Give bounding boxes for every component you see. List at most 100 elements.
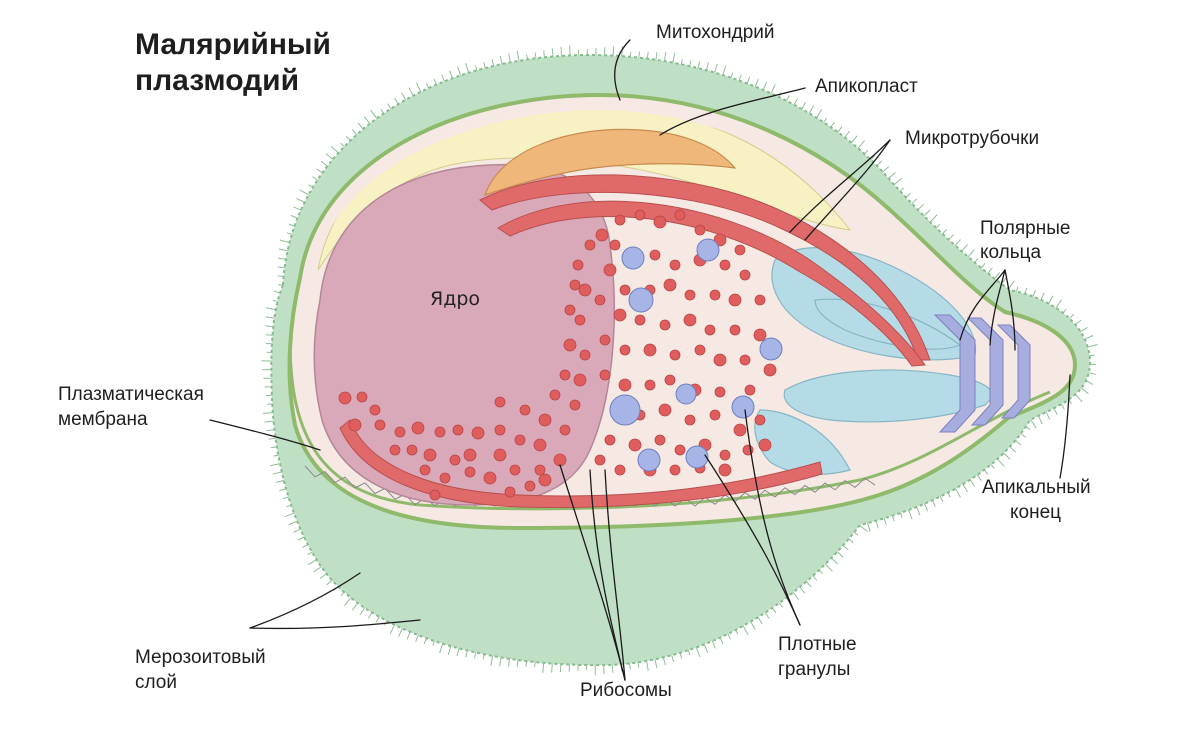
ribosome xyxy=(538,473,552,487)
ribosome xyxy=(553,453,567,467)
ribosome xyxy=(338,391,352,405)
ribosome xyxy=(614,464,626,476)
leader-mitochondrion xyxy=(614,39,631,101)
ribosome xyxy=(744,384,756,396)
leader-apicoplast xyxy=(659,87,806,136)
apicoplast xyxy=(484,128,737,196)
leader-polar-ring-3 xyxy=(1004,269,1016,351)
ribosome xyxy=(569,279,581,291)
label-dense-granules-1: Плотные xyxy=(778,634,857,655)
ribosome xyxy=(739,269,751,281)
polar-ring-3 xyxy=(996,324,1031,419)
ribosome xyxy=(653,215,667,229)
ribosome xyxy=(603,263,617,277)
ribosome xyxy=(493,448,507,462)
ribosome xyxy=(578,283,592,297)
ribosome xyxy=(563,338,577,352)
ribosome xyxy=(634,314,646,326)
ribosome xyxy=(649,249,661,261)
leader-microtubules-b xyxy=(804,139,891,241)
dense-granule xyxy=(759,337,783,361)
ribosome xyxy=(739,354,751,366)
ribosome xyxy=(733,423,747,437)
dense-granules xyxy=(609,238,783,472)
ribosome xyxy=(406,444,418,456)
ribosome xyxy=(758,438,772,452)
ribosome xyxy=(734,244,746,256)
ribosome xyxy=(494,396,506,408)
microtubule-upper xyxy=(479,174,931,361)
ribosome xyxy=(538,413,552,427)
ribosome xyxy=(663,278,677,292)
dense-granule xyxy=(696,238,720,262)
ribosome xyxy=(658,403,672,417)
label-apical-end-1: Апикальный xyxy=(982,477,1091,498)
ribosome xyxy=(449,454,461,466)
leader-microtubules-a xyxy=(789,139,891,233)
ribosome xyxy=(713,353,727,367)
label-dense-granules-2: гранулы xyxy=(778,659,850,680)
ribosome xyxy=(753,328,767,342)
dense-granule xyxy=(609,394,641,426)
ribosome xyxy=(694,224,706,236)
microtubule-lower xyxy=(339,419,823,508)
ribosome xyxy=(634,209,646,221)
ribosome xyxy=(619,344,631,356)
ribosome xyxy=(594,454,606,466)
ribosome xyxy=(754,414,766,426)
title-line-2: плазмодий xyxy=(135,64,299,97)
ribosome xyxy=(683,313,697,327)
ribosome xyxy=(494,424,506,436)
ribosome xyxy=(389,444,401,456)
label-polar-rings-1: Полярные xyxy=(980,218,1070,239)
label-merozoite-layer-2: слой xyxy=(135,672,177,693)
ribosome xyxy=(483,471,497,485)
ribosome xyxy=(669,259,681,271)
ribosome xyxy=(719,259,731,271)
ribosome xyxy=(434,426,446,438)
ribosome xyxy=(718,463,732,477)
ribosome xyxy=(574,314,586,326)
ribosome xyxy=(674,209,686,221)
ribosome xyxy=(564,304,576,316)
dense-granule xyxy=(637,448,661,472)
ribosome xyxy=(599,334,611,346)
ribosome xyxy=(579,349,591,361)
ribosome xyxy=(669,464,681,476)
ribosome xyxy=(704,324,716,336)
label-apicoplast: Апикопласт xyxy=(815,76,918,97)
label-nucleus: Ядро xyxy=(430,288,480,310)
ribosome xyxy=(423,448,437,462)
ribosome xyxy=(669,349,681,361)
ribosome xyxy=(549,389,561,401)
ribosome xyxy=(643,343,657,357)
ribosome xyxy=(604,434,616,446)
leader-lines xyxy=(209,39,1071,681)
ribosome xyxy=(709,409,721,421)
ribosome xyxy=(439,472,451,484)
ribosome xyxy=(613,308,627,322)
dense-granule xyxy=(685,445,709,469)
leader-granules-b xyxy=(744,409,801,626)
polar-ring-2 xyxy=(966,317,1004,426)
ribosome xyxy=(729,324,741,336)
ribosome xyxy=(584,239,596,251)
title-line-1: Малярийный xyxy=(135,28,331,61)
ribosome xyxy=(524,480,536,492)
ribosome xyxy=(595,228,609,242)
ribosome xyxy=(519,404,531,416)
leader-apical-end xyxy=(1059,374,1071,479)
ribosome xyxy=(569,399,581,411)
leader-plasma-membrane xyxy=(209,419,321,451)
ribosome xyxy=(514,434,526,446)
polar-ring-1 xyxy=(933,314,976,433)
ribosome xyxy=(709,289,721,301)
leader-merozoite-layer-a xyxy=(249,572,361,629)
dense-granule xyxy=(628,287,654,313)
leader-polar-ring-1 xyxy=(959,269,1006,341)
ribosome xyxy=(754,294,766,306)
label-plasma-membrane-1: Плазматическая xyxy=(58,384,204,405)
ribosome xyxy=(464,466,476,478)
ribosome xyxy=(599,369,611,381)
coat-fringe-spikes xyxy=(261,45,1098,676)
